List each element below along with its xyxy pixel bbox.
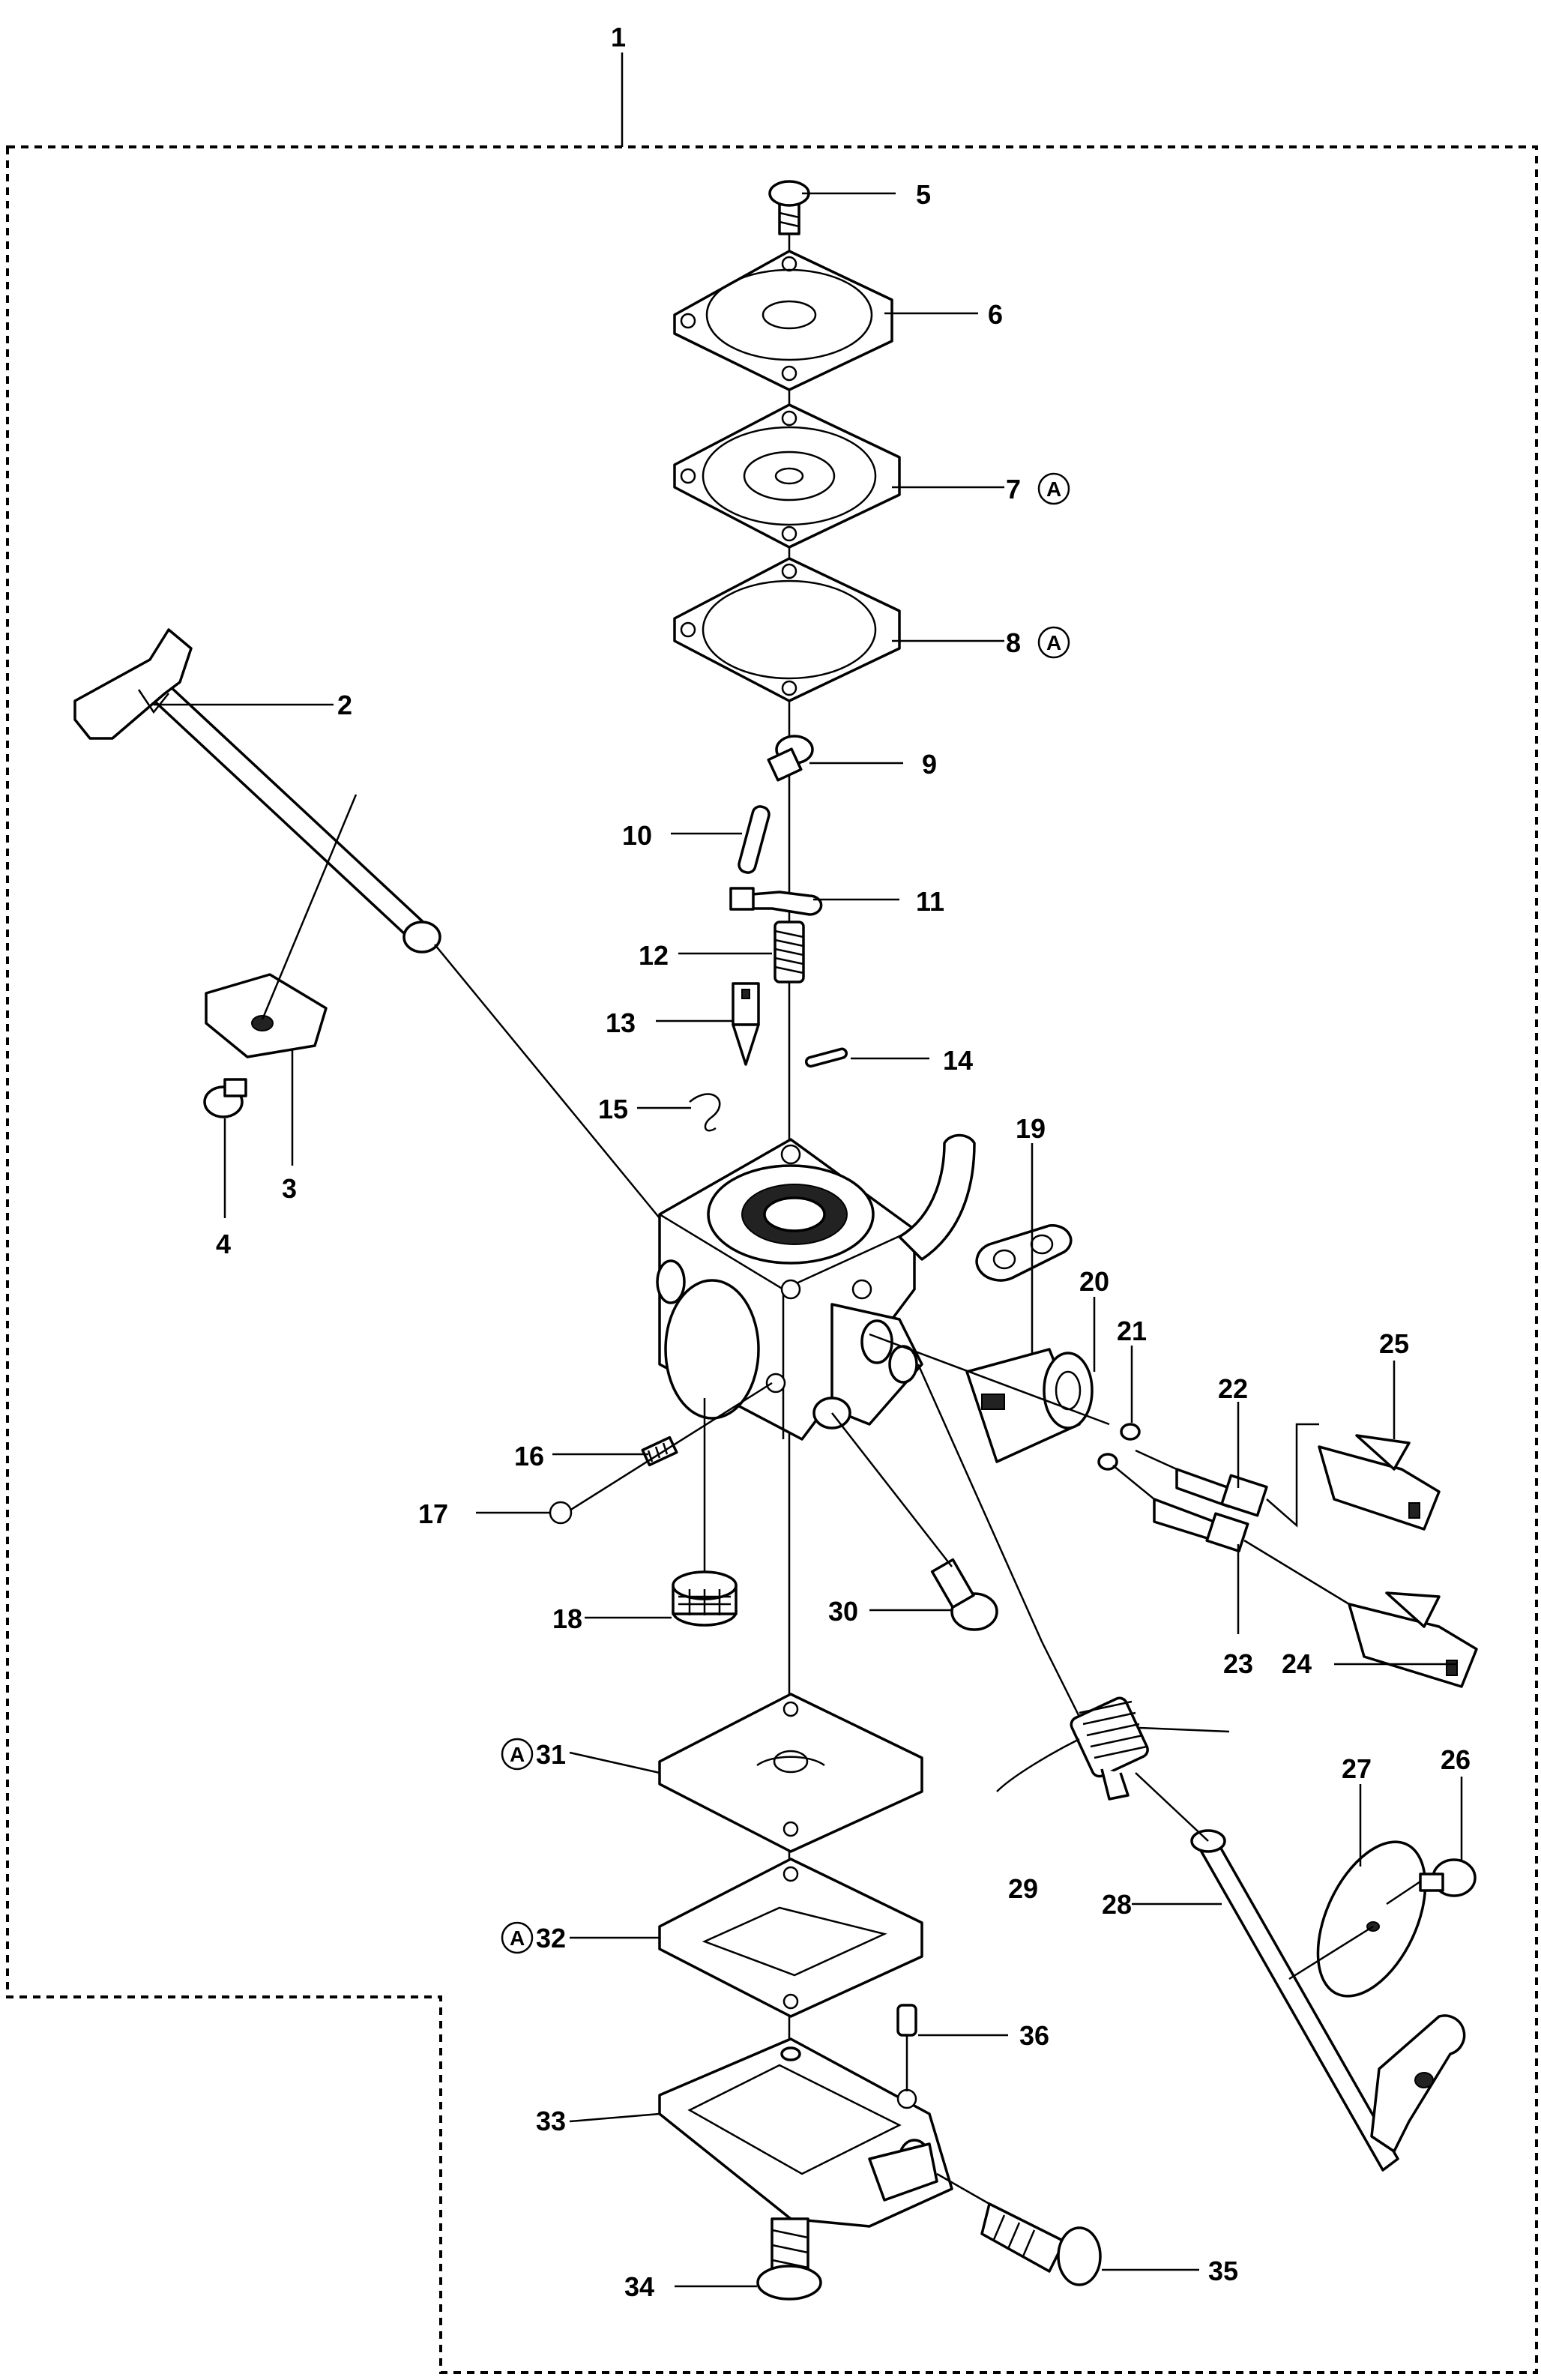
part-34-screw [756,2217,822,2301]
part-2-throttle-shaft [73,628,441,953]
part-11-lever [729,887,823,916]
callout-34: 34 [624,2271,654,2302]
part-31-diaphragm [658,1693,923,1853]
part-9-screw [767,735,814,782]
part-3-plate [205,973,328,1058]
part-8-gasket [673,557,901,702]
callout-7-badge: A [1037,472,1070,505]
part-30-screw [930,1558,998,1631]
callout-24: 24 [1282,1648,1312,1679]
part-22-needle [1135,1449,1268,1517]
svg-text:A: A [1046,631,1061,654]
callout-2: 2 [337,690,352,720]
part-36-pin [896,2004,917,2037]
callout-19: 19 [1016,1113,1046,1144]
callout-18: 18 [552,1603,582,1634]
callout-28: 28 [1102,1889,1132,1920]
callout-4: 4 [216,1229,231,1259]
callout-8-badge: A [1037,626,1070,659]
carburetor-body [656,1133,976,1441]
part-12-spring [773,921,805,983]
part-27-choke-plate [1316,1840,1427,1998]
assembly-boundary [6,145,1538,2374]
callout-13: 13 [606,1007,636,1038]
callout-14: 14 [943,1045,973,1076]
callout-31: 31 [536,1739,566,1770]
part-17-ball [549,1501,573,1525]
callout-26: 26 [1441,1744,1471,1775]
callout-22: 22 [1218,1373,1248,1404]
callout-10: 10 [622,820,652,851]
part-10-pin [738,805,770,874]
callout-8: 8 [1006,627,1021,658]
part-28-choke-shaft [1190,1829,1466,2172]
callout-27: 27 [1342,1753,1372,1784]
part-13-needle [732,982,760,1066]
part-5-screw [768,180,810,235]
part-29-spring [996,1696,1230,1801]
part-25-knob [1318,1434,1441,1531]
part-15-clip [689,1093,721,1132]
part-7-diaphragm [673,403,901,549]
part-20-cap [965,1348,1094,1463]
callout-25: 25 [1379,1328,1409,1359]
callout-15: 15 [598,1094,628,1124]
callout-32: 32 [536,1923,566,1953]
part-4-screw [203,1078,247,1118]
part-18-filter [672,1570,738,1627]
part-14-pin [804,1047,848,1068]
part-33-pump-body [658,2037,953,2228]
callout-32-badge: A [501,1921,534,1954]
part-21-washer [1120,1423,1141,1441]
callout-12: 12 [639,940,669,971]
part-6-cover [673,250,893,391]
callout-7: 7 [1006,474,1021,504]
callout-11: 11 [916,886,944,917]
svg-text:A: A [510,1926,525,1950]
callout-23: 23 [1223,1648,1253,1679]
callout-31-badge: A [501,1738,534,1771]
callout-6: 6 [988,299,1003,330]
part-35-screw [936,2172,1102,2286]
leader-2-axis [434,944,660,1219]
svg-text:A: A [1046,477,1061,501]
callout-9: 9 [922,749,937,780]
callout-33: 33 [536,2106,566,2136]
part-24-knob [1348,1591,1478,1688]
callout-21: 21 [1117,1316,1147,1346]
callout-17: 17 [418,1498,448,1529]
callout-30: 30 [828,1596,858,1627]
callout-29: 29 [1008,1873,1038,1904]
callout-3: 3 [282,1173,297,1204]
callout-35: 35 [1208,2256,1238,2286]
callout-16: 16 [514,1441,544,1471]
callout-20: 20 [1079,1266,1109,1297]
part-32-gasket [658,1858,923,2018]
callout-1: 1 [611,22,626,52]
part-26-screw [1419,1858,1477,1897]
part-19-connector [975,1224,1073,1282]
part-23-needle [1112,1465,1249,1552]
svg-text:A: A [510,1743,525,1766]
callout-5: 5 [916,179,931,210]
callout-36: 36 [1019,2020,1049,2051]
